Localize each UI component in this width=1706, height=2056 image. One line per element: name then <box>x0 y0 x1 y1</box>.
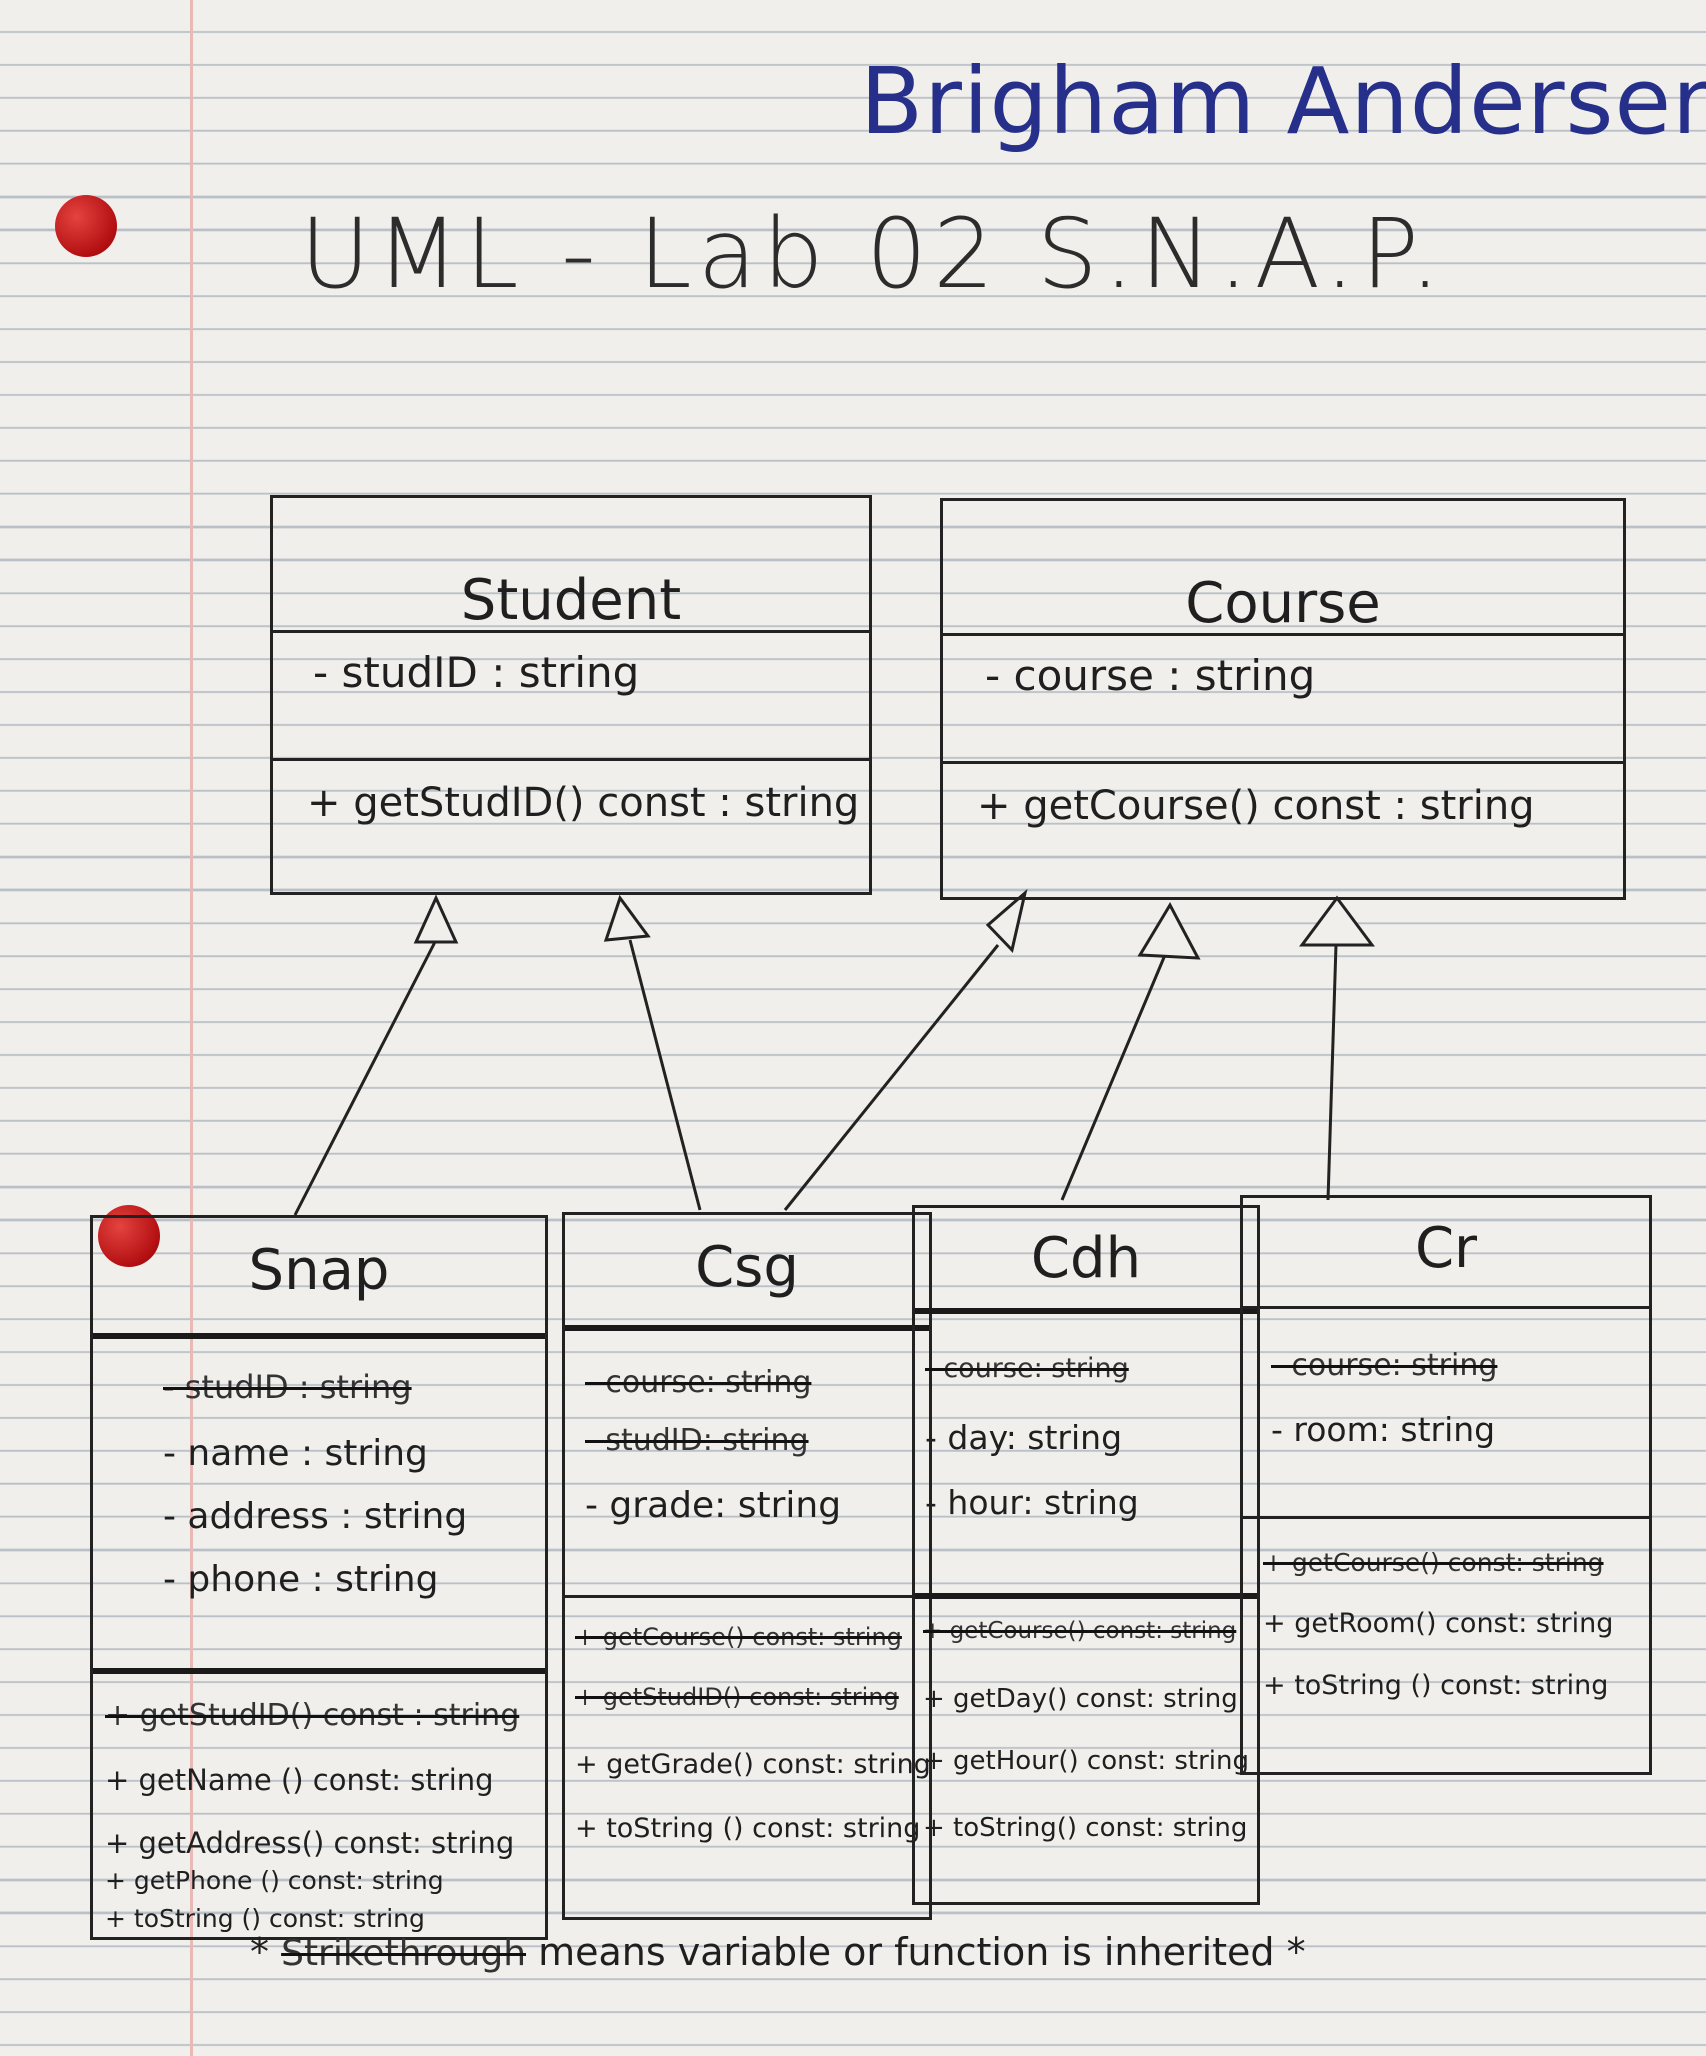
attribute: - phone : string <box>163 1559 439 1600</box>
arrow-head-csg-student <box>603 894 651 942</box>
inherited-method: + getCourse() const: string <box>575 1623 902 1651</box>
inherited-attribute: - studID : string <box>163 1368 412 1406</box>
footnote-strike-word: Strikethrough <box>281 1933 527 1974</box>
arrow-head-cdh-course <box>1137 901 1201 960</box>
footnote: * Strikethrough means variable or functi… <box>250 1930 1306 1974</box>
footnote-star-right: * <box>1286 1930 1306 1974</box>
divider <box>93 1333 545 1339</box>
class-name: Cr <box>1414 1216 1478 1281</box>
arrow-line-cdh-course <box>1060 954 1167 1201</box>
method: + getStudID() const : string <box>307 780 860 826</box>
method: + getDay() const: string <box>923 1684 1238 1714</box>
class-student: Student - studID : string + getStudID() … <box>270 495 872 895</box>
arrow-head-snap-student <box>413 894 459 944</box>
method: + getGrade() const: string <box>575 1749 931 1780</box>
inherited-attribute: - course: string <box>585 1365 812 1400</box>
divider <box>1243 1306 1649 1309</box>
inherited-method: + getCourse() const: string <box>1263 1548 1604 1577</box>
attribute: - address : string <box>163 1496 468 1537</box>
class-name: Student <box>460 568 682 633</box>
class-cr: Cr - course: string - room: string + get… <box>1240 1195 1652 1775</box>
divider <box>943 761 1623 764</box>
method: + getHour() const: string <box>923 1746 1250 1776</box>
arrow-head-csg-course <box>985 888 1028 954</box>
class-csg: Csg - course: string - studID: string - … <box>562 1212 932 1920</box>
inherited-method: + getStudID() const : string <box>105 1698 520 1733</box>
arrow-line-snap-student <box>293 939 438 1216</box>
attribute: - grade: string <box>585 1485 842 1526</box>
attribute: - name : string <box>163 1433 428 1474</box>
margin-line <box>190 0 193 2056</box>
arrow-head-cr-course <box>1299 895 1375 947</box>
punch-hole-top <box>55 195 117 257</box>
attribute: - day: string <box>925 1418 1123 1457</box>
divider <box>93 1668 545 1674</box>
attribute: - course : string <box>985 651 1316 700</box>
divider <box>1243 1516 1649 1519</box>
inherited-attribute: - course: string <box>925 1353 1129 1384</box>
method: + toString () const: string <box>1263 1670 1609 1701</box>
divider <box>565 1595 929 1598</box>
author-name: Brigham Andersen <box>860 48 1706 155</box>
class-name: Course <box>1185 571 1381 636</box>
method: + getPhone () const: string <box>105 1866 444 1895</box>
method: + toString () const: string <box>575 1813 921 1844</box>
arrow-line-csg-course <box>783 944 1000 1211</box>
class-name: Cdh <box>1030 1226 1142 1291</box>
inherited-method: + getCourse() const: string <box>923 1618 1237 1644</box>
inherited-method: + getStudID() const: string <box>575 1683 899 1711</box>
attribute: - room: string <box>1271 1410 1496 1449</box>
class-name: Csg <box>695 1235 799 1300</box>
footnote-text: means variable or function is inherited <box>538 1930 1275 1974</box>
divider <box>565 1325 929 1331</box>
divider <box>915 1593 1257 1599</box>
class-snap: Snap - studID : string - name : string -… <box>90 1215 548 1940</box>
method: + toString () const: string <box>105 1904 425 1933</box>
divider <box>273 630 869 633</box>
method: + getAddress() const: string <box>105 1826 515 1860</box>
attribute: - studID : string <box>313 648 640 697</box>
method: + toString() const: string <box>923 1813 1248 1843</box>
footnote-star-left: * <box>250 1930 269 1974</box>
class-name: Snap <box>248 1238 390 1303</box>
inherited-attribute: - studID: string <box>585 1423 809 1458</box>
arrow-line-cr-course <box>1326 944 1338 1201</box>
arrow-line-csg-student <box>628 939 702 1211</box>
page-title: UML - Lab 02 S.N.A.P. <box>300 198 1447 310</box>
method: + getCourse() const : string <box>977 783 1535 829</box>
class-course: Course - course : string + getCourse() c… <box>940 498 1626 900</box>
divider <box>943 633 1623 636</box>
inherited-attribute: - course: string <box>1271 1348 1498 1383</box>
method: + getRoom() const: string <box>1263 1608 1614 1639</box>
attribute: - hour: string <box>925 1483 1139 1522</box>
method: + getName () const: string <box>105 1763 494 1797</box>
class-cdh: Cdh - course: string - day: string - hou… <box>912 1205 1260 1905</box>
divider <box>915 1308 1257 1314</box>
divider <box>273 758 869 761</box>
